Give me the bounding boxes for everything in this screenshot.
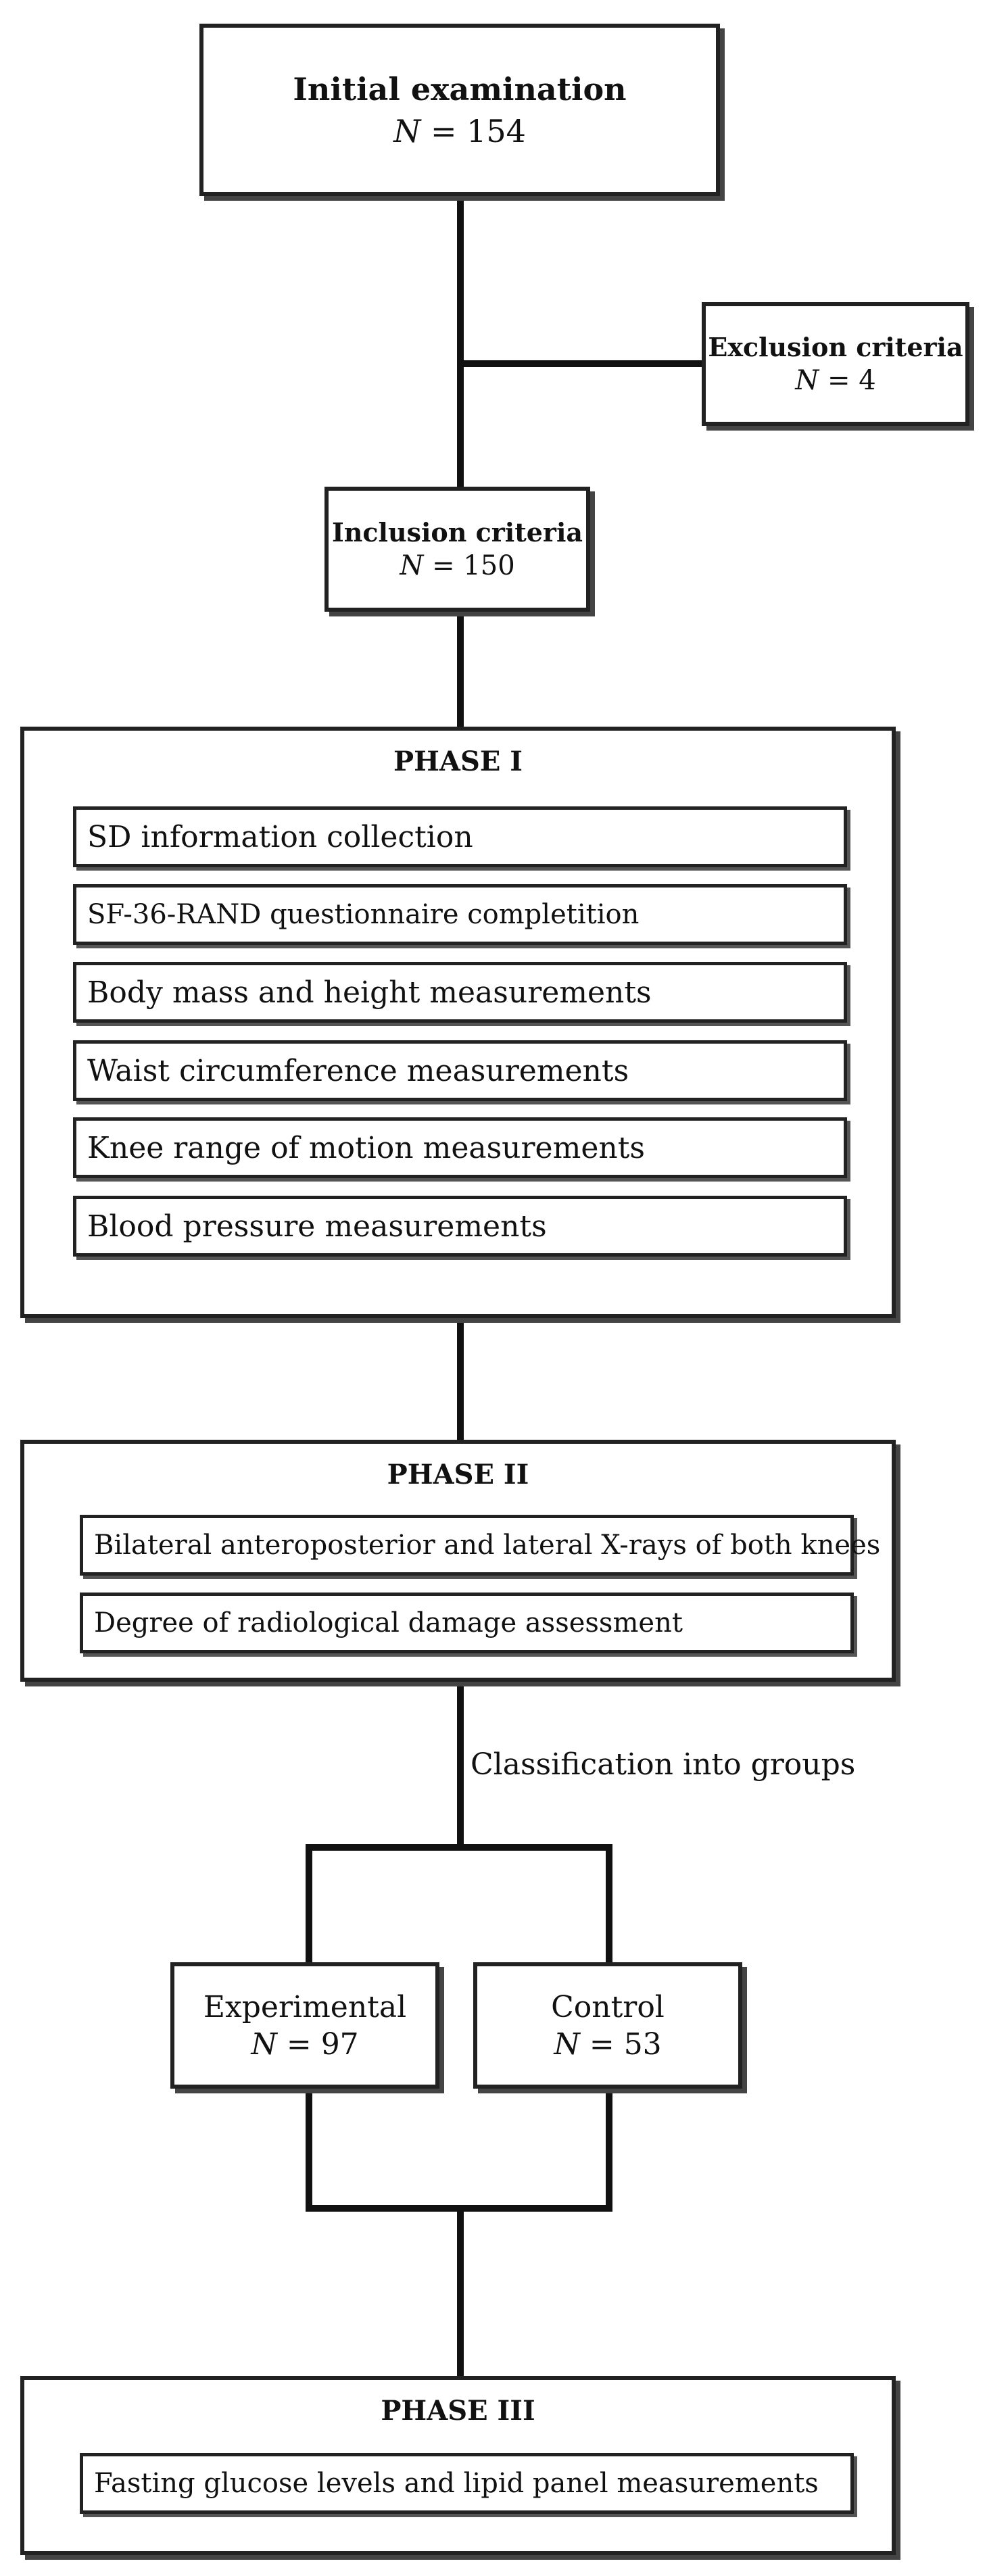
exclusion-criteria-count: N = 4 <box>795 365 876 396</box>
experimental-group-box: Experimental N = 97 <box>170 1962 439 2089</box>
initial-examination-count: N = 154 <box>393 112 526 149</box>
connector-split-left <box>306 1844 312 1964</box>
connector-phase1-to-phase2 <box>457 1318 464 1443</box>
phase-3-title: PHASE III <box>381 2395 535 2427</box>
phase-1-item: Knee range of motion measurements <box>73 1117 847 1178</box>
connector-phase2-to-split <box>457 1682 464 1851</box>
initial-examination-title: Initial examination <box>293 70 627 107</box>
connector-initial-to-inclusion <box>457 196 464 490</box>
phase-2-item: Degree of radiological damage assessment <box>80 1593 854 1653</box>
phase-2-title: PHASE II <box>387 1459 529 1490</box>
phase-1-item: SF-36-RAND questionnaire completition <box>73 884 847 945</box>
phase-3-item: Fasting glucose levels and lipid panel m… <box>80 2453 854 2514</box>
classification-label: Classification into groups <box>471 1747 856 1782</box>
phase-1-item: Body mass and height measurements <box>73 962 847 1023</box>
phase-3-box: PHASE III Fasting glucose levels and lip… <box>20 2376 896 2555</box>
phase-1-box: PHASE I SD information collection SF-36-… <box>20 727 896 1318</box>
connector-split-horizontal <box>306 1844 612 1851</box>
inclusion-criteria-title: Inclusion criteria <box>331 517 583 548</box>
exclusion-criteria-box: Exclusion criteria N = 4 <box>702 302 969 426</box>
connector-split-right <box>606 1844 612 1964</box>
phase-1-item: Waist circumference measurements <box>73 1040 847 1101</box>
inclusion-criteria-count: N = 150 <box>400 550 515 581</box>
phase-2-box: PHASE II Bilateral anteroposterior and l… <box>20 1440 896 1682</box>
inclusion-criteria-box: Inclusion criteria N = 150 <box>324 487 590 612</box>
control-group-box: Control N = 53 <box>473 1962 742 2089</box>
connector-merge-left <box>306 2089 312 2210</box>
initial-examination-box: Initial examination N = 154 <box>199 24 720 196</box>
connector-to-exclusion <box>457 360 704 367</box>
phase-2-item: Bilateral anteroposterior and lateral X-… <box>80 1515 880 1576</box>
control-group-count: N = 53 <box>554 2026 662 2062</box>
exclusion-criteria-title: Exclusion criteria <box>708 332 963 362</box>
connector-merge-right <box>606 2089 612 2210</box>
phase-1-item: SD information collection <box>73 806 847 867</box>
phase-1-title: PHASE I <box>393 746 523 777</box>
connector-inclusion-to-phase1 <box>457 612 464 730</box>
experimental-group-title: Experimental <box>203 1989 407 2024</box>
control-group-title: Control <box>551 1989 665 2024</box>
experimental-group-count: N = 97 <box>251 2026 359 2062</box>
phase-1-item: Blood pressure measurements <box>73 1196 847 1257</box>
connector-merge-to-phase3 <box>457 2205 464 2379</box>
